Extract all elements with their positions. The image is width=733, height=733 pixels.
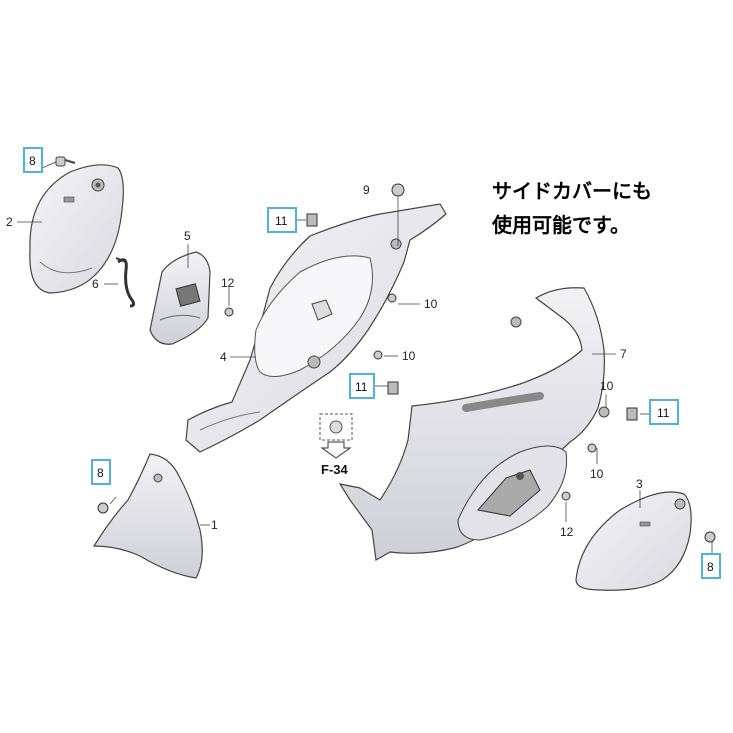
bolt-icon <box>55 156 76 167</box>
callout-12a: 12 <box>221 276 235 290</box>
part-5-lid <box>149 251 211 345</box>
fastener-icons <box>97 183 716 543</box>
callout-7: 7 <box>620 347 627 361</box>
callout-6: 6 <box>92 277 99 291</box>
callout-8a: 8 <box>29 154 36 168</box>
callout-10b: 10 <box>402 349 416 363</box>
part-7-rear-cover <box>338 287 610 561</box>
callout-labels: 2 5 6 12 4 9 10 10 7 10 10 12 3 1 <box>6 183 643 539</box>
callout-3: 3 <box>636 477 643 491</box>
callout-2: 2 <box>6 215 13 229</box>
callout-11a: 11 <box>275 214 288 228</box>
part-6-clip <box>115 257 136 308</box>
boxed-callout-labels: 8 11 11 11 8 8 <box>29 154 714 574</box>
reference-label: F-34 <box>321 462 349 477</box>
callout-9: 9 <box>363 183 370 197</box>
callout-8b: 8 <box>97 466 104 480</box>
callout-1: 1 <box>211 518 218 532</box>
callout-10d: 10 <box>590 467 604 481</box>
callout-11c: 11 <box>657 406 670 420</box>
callout-11b: 11 <box>355 380 368 394</box>
part-2-side-cover <box>29 164 124 294</box>
note-line-2: 使用可能です。 <box>492 213 630 237</box>
callout-8c: 8 <box>707 560 714 574</box>
callout-10c: 10 <box>600 379 614 393</box>
part-4-inner-panel <box>185 203 447 453</box>
callout-4: 4 <box>220 350 227 364</box>
note-line-1: サイドカバーにも <box>492 179 652 203</box>
part-3-side-cover <box>575 491 692 591</box>
part-1-front-cover <box>92 453 203 579</box>
callout-5: 5 <box>184 229 191 243</box>
reference-arrow-f34: F-34 <box>319 413 353 477</box>
callout-12b: 12 <box>560 525 574 539</box>
compatibility-note: サイドカバーにも 使用可能です。 <box>492 174 652 242</box>
boxed-callouts <box>23 147 721 579</box>
callout-10a: 10 <box>424 297 438 311</box>
